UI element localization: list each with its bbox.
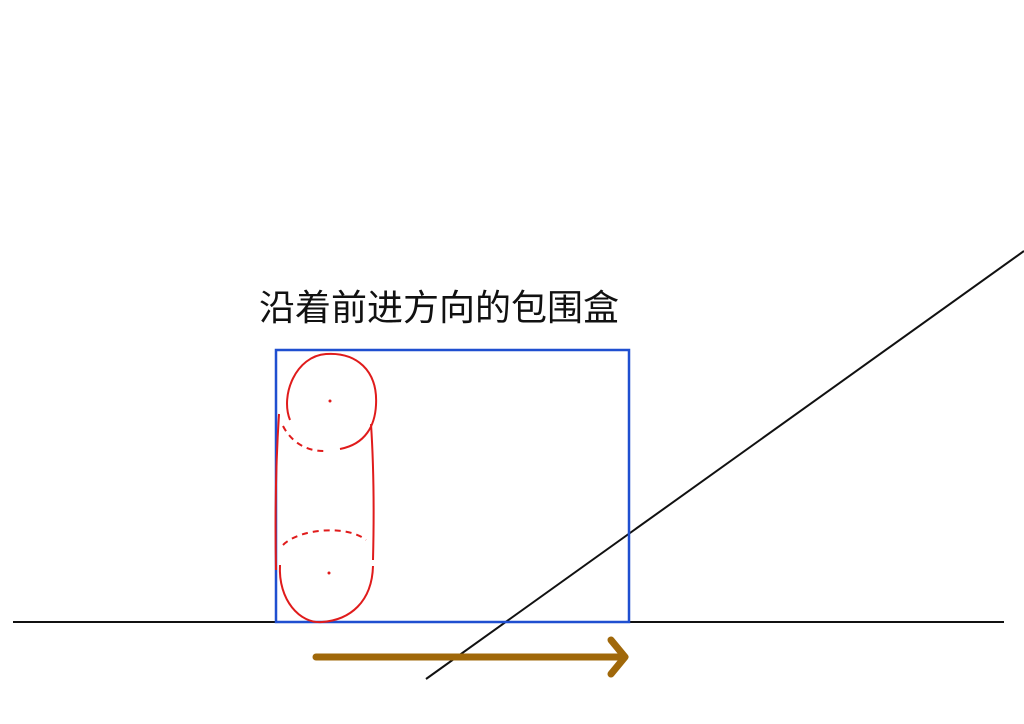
arrow-right-icon bbox=[312, 636, 629, 678]
capsule-top-arc bbox=[286, 352, 378, 450]
capsule-top-dashed-arc bbox=[282, 425, 327, 453]
slope-line bbox=[425, 250, 1024, 680]
capsule-bottom-center-dot bbox=[327, 571, 331, 575]
capsule-left-side bbox=[274, 413, 280, 571]
capsule-top-center-dot bbox=[328, 399, 332, 403]
capsule-shape bbox=[274, 352, 378, 624]
diagram-caption: 沿着前进方向的包围盒 bbox=[259, 288, 620, 329]
bounding-box bbox=[274, 348, 631, 624]
capsule-bottom-dashed-arc bbox=[282, 529, 367, 546]
capsule-right-side bbox=[370, 423, 375, 561]
capsule-bottom-arc bbox=[278, 564, 374, 624]
direction-arrow-head bbox=[607, 636, 629, 678]
